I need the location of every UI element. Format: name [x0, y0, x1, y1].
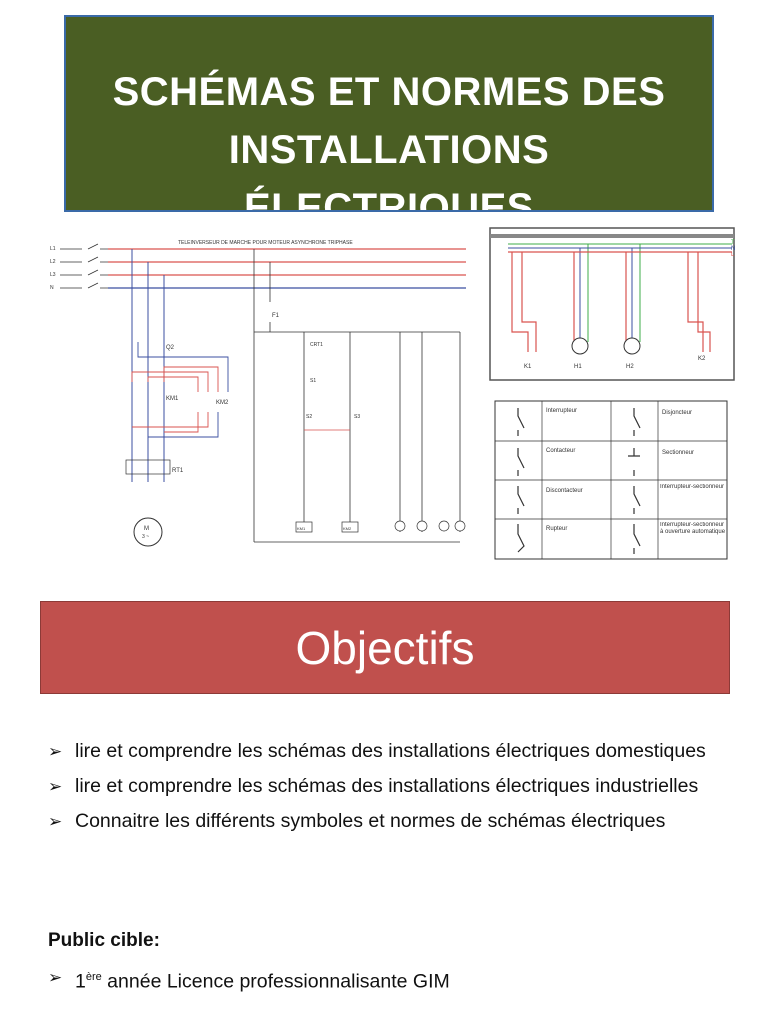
- coil-km2: KM2: [343, 526, 352, 531]
- objective-text: lire et comprendre les schémas des insta…: [75, 775, 699, 797]
- label-k2: K2: [698, 356, 706, 362]
- audience-ordinal: 1: [75, 970, 86, 993]
- arrow-bullet-icon: ➢: [48, 742, 63, 761]
- phase-label-l2: L2: [50, 259, 56, 265]
- label-q2: Q2: [166, 345, 175, 351]
- audience-text: année Licence professionnalisante GIM: [101, 970, 450, 993]
- objectives-heading: Objectifs: [295, 621, 475, 674]
- label-k1: K1: [524, 364, 532, 370]
- objectives-list: ➢ lire et comprendre les schémas des ins…: [48, 738, 722, 843]
- industrial-schematic-figure: TELEINVERSEUR DE MARCHE POUR MOTEUR ASYN…: [48, 222, 472, 550]
- symbols-table: Interrupteur Disjoncteur Contacteur Sect…: [494, 400, 728, 560]
- motor-m: M: [144, 526, 149, 532]
- industrial-schematic: TELEINVERSEUR DE MARCHE POUR MOTEUR ASYN…: [50, 240, 466, 547]
- control-circuit: [253, 249, 461, 543]
- label-s3: S3: [354, 414, 360, 420]
- label-h2: H2: [626, 364, 634, 370]
- symbol-disjoncteur: Disjoncteur: [662, 410, 692, 416]
- list-item: ➢ 1ère année Licence professionnalisante…: [48, 964, 722, 996]
- title-line-3: ÉLECTRIQUES: [244, 186, 534, 212]
- objective-text: Connaitre les différents symboles et nor…: [75, 810, 666, 832]
- phase-label-l3: L3: [50, 272, 56, 278]
- list-item: ➢ lire et comprendre les schémas des ins…: [48, 738, 722, 765]
- symbol-interrupteur-sectionneur-auto: Interrupteur-sectionneur à ouverture aut…: [660, 522, 726, 535]
- input-switches: [60, 243, 108, 289]
- motor-phase: 3 ~: [142, 534, 149, 540]
- domestic-schematic-figure: K1 H1 H2 K2 T N L: [488, 222, 738, 388]
- line-t: T: [731, 240, 735, 246]
- symbol-interrupteur: Interrupteur: [546, 408, 577, 414]
- list-item: ➢ Connaitre les différents symboles et n…: [48, 808, 722, 835]
- audience-list: ➢ 1ère année Licence professionnalisante…: [48, 964, 722, 1004]
- label-s1: S1: [310, 378, 316, 384]
- symbols-table-figure: Interrupteur Disjoncteur Contacteur Sect…: [494, 400, 728, 560]
- motor-symbol: [133, 517, 163, 547]
- title-line-1: SCHÉMAS ET NORMES DES: [112, 70, 666, 114]
- label-km2: KM2: [216, 400, 229, 406]
- label-f1: F1: [272, 313, 280, 319]
- audience-label: Public cible:: [48, 930, 160, 951]
- line-n: N: [731, 246, 735, 252]
- title-line-2: INSTALLATIONS: [228, 128, 550, 172]
- objectives-banner: Objectifs: [40, 601, 730, 694]
- symbol-rupteur: Rupteur: [546, 526, 567, 532]
- line-l: L: [731, 252, 735, 258]
- reversing-wires-blue: [137, 342, 229, 438]
- symbol-contacteur: Contacteur: [546, 448, 575, 454]
- symbol-sectionneur: Sectionneur: [662, 450, 694, 456]
- label-rt1: RT1: [172, 468, 184, 474]
- symbol-interrupteur-sectionneur: Interrupteur-sectionneur: [660, 484, 725, 490]
- list-item: ➢ lire et comprendre les schémas des ins…: [48, 773, 722, 800]
- phase-label-l1: L1: [50, 246, 56, 252]
- switch-symbols: [517, 408, 641, 554]
- label-h1: H1: [574, 364, 582, 370]
- coil-km1: KM1: [297, 526, 306, 531]
- phase-label-n: N: [50, 285, 54, 291]
- indicator-lamps: [394, 520, 466, 532]
- label-crt1: CRT1: [310, 342, 323, 348]
- arrow-bullet-icon: ➢: [48, 812, 63, 831]
- label-km1: KM1: [166, 396, 179, 402]
- reversing-wires: [131, 366, 219, 433]
- arrow-bullet-icon: ➢: [48, 968, 63, 987]
- phase-bus: [108, 248, 466, 276]
- domestic-schematic: K1 H1 H2 K2 T N L: [489, 227, 735, 381]
- label-s2: S2: [306, 414, 312, 420]
- document-title: SCHÉMAS ET NORMES DES INSTALLATIONS ÉLEC…: [66, 17, 712, 212]
- power-circuit-wires: [131, 249, 165, 482]
- audience-ordinal-sup: ère: [85, 971, 102, 983]
- schematic-caption: TELEINVERSEUR DE MARCHE POUR MOTEUR ASYN…: [178, 240, 353, 246]
- objective-text: lire et comprendre les schémas des insta…: [75, 740, 706, 762]
- symbol-discontacteur: Discontacteur: [546, 488, 583, 494]
- title-banner: SCHÉMAS ET NORMES DES INSTALLATIONS ÉLEC…: [64, 15, 714, 212]
- arrow-bullet-icon: ➢: [48, 777, 63, 796]
